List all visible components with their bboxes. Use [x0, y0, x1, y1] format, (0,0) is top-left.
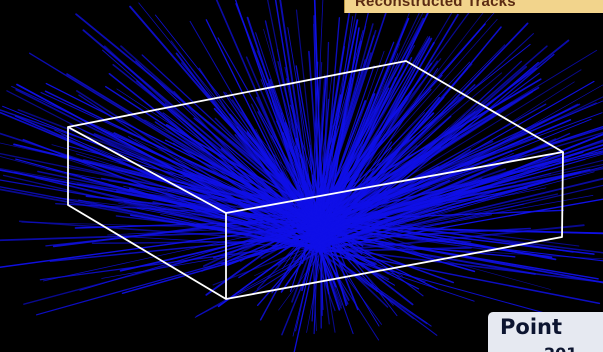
- point-label: Point 201: [488, 312, 603, 352]
- point-label-subtext: 201: [544, 344, 577, 352]
- detector-box-side-face: [68, 127, 563, 299]
- reconstructed-tracks-label: Reconstructed Tracks: [344, 0, 603, 13]
- detector-box-top-face: [68, 61, 563, 213]
- point-label-text: Point: [500, 315, 562, 339]
